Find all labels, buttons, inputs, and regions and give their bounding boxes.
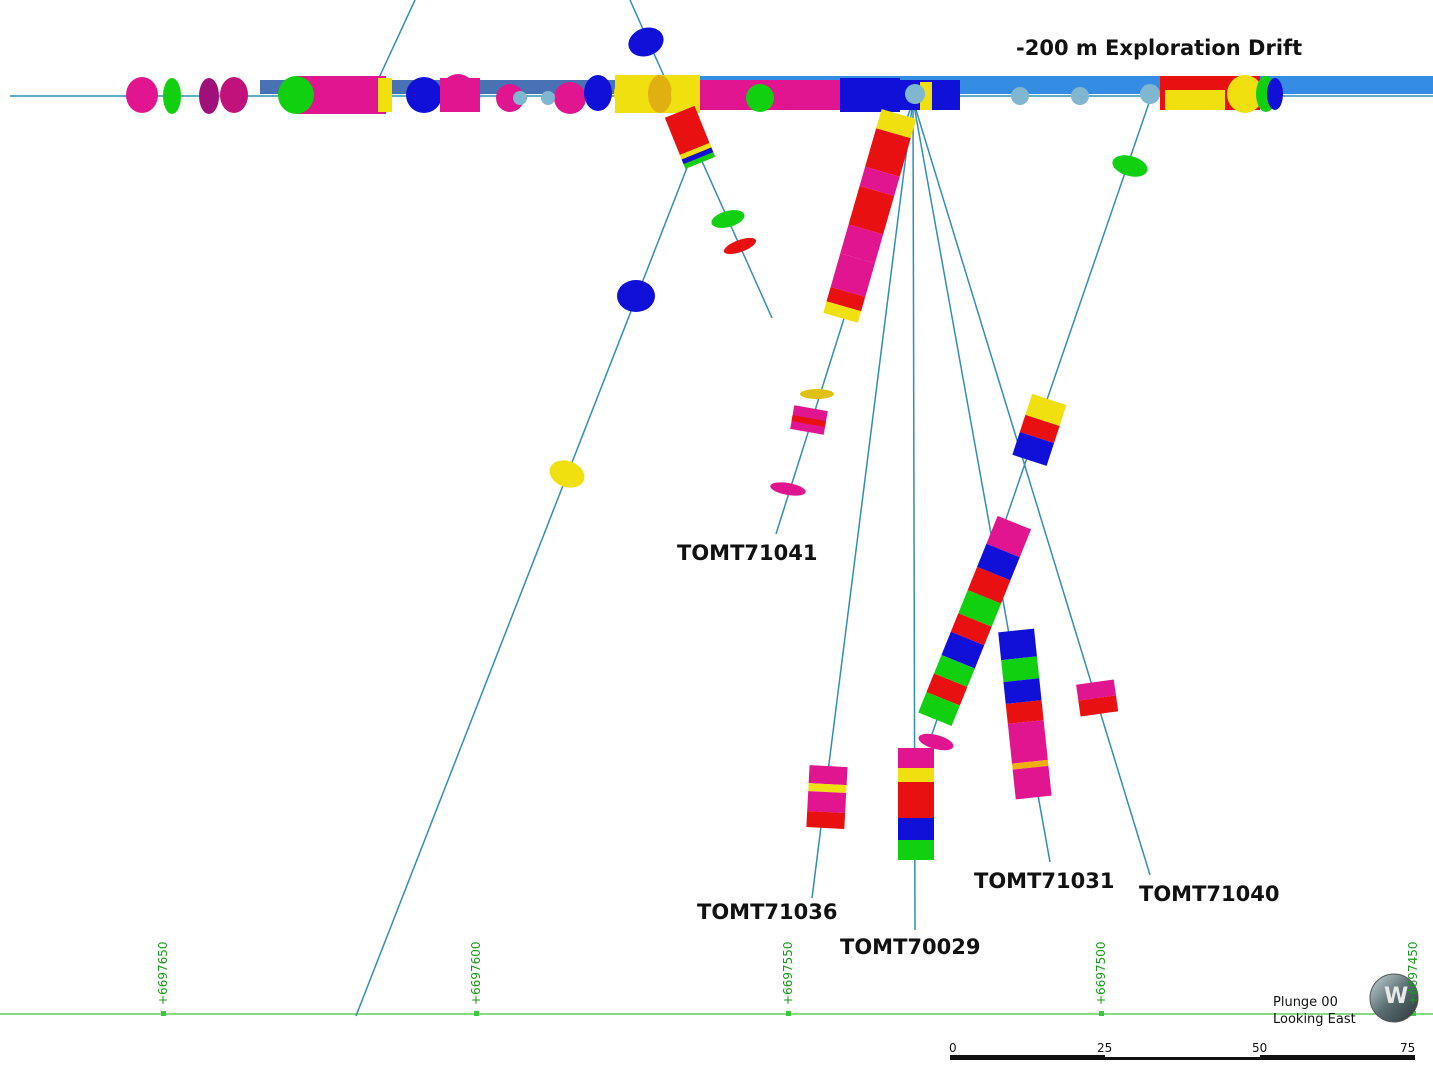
hole-label: TOMT71031 [974, 869, 1115, 893]
hole-label: TOMT71040 [1139, 882, 1280, 906]
drift-intersections [126, 74, 1283, 114]
view-direction: Looking East [1273, 1012, 1356, 1027]
hole-label: TOMT70029 [840, 935, 981, 959]
grid-label: +6697650 [156, 941, 170, 1006]
compass-letter: W [1384, 984, 1409, 1009]
scale-tick-label: 75 [1400, 1041, 1416, 1055]
grid-label: +6697550 [781, 941, 795, 1006]
drillhole-traces [355, 0, 1151, 1017]
scale-bar [950, 1055, 1415, 1060]
grid-ticks [161, 1011, 1416, 1016]
drift-title: -200 m Exploration Drift [1016, 36, 1303, 60]
view-plunge: Plunge 00 [1273, 995, 1338, 1010]
grid-label: +6697600 [469, 941, 483, 1006]
hole-label: TOMT71036 [697, 900, 838, 924]
scale-tick-label: 25 [1097, 1041, 1113, 1055]
grid-label: +6697500 [1094, 941, 1108, 1006]
compass-icon [1369, 973, 1419, 1023]
hole-label: TOMT71041 [677, 541, 818, 565]
scale-tick-label: 0 [949, 1041, 957, 1055]
assay-cylinders [549, 27, 1148, 860]
scale-tick-label: 50 [1252, 1041, 1268, 1055]
